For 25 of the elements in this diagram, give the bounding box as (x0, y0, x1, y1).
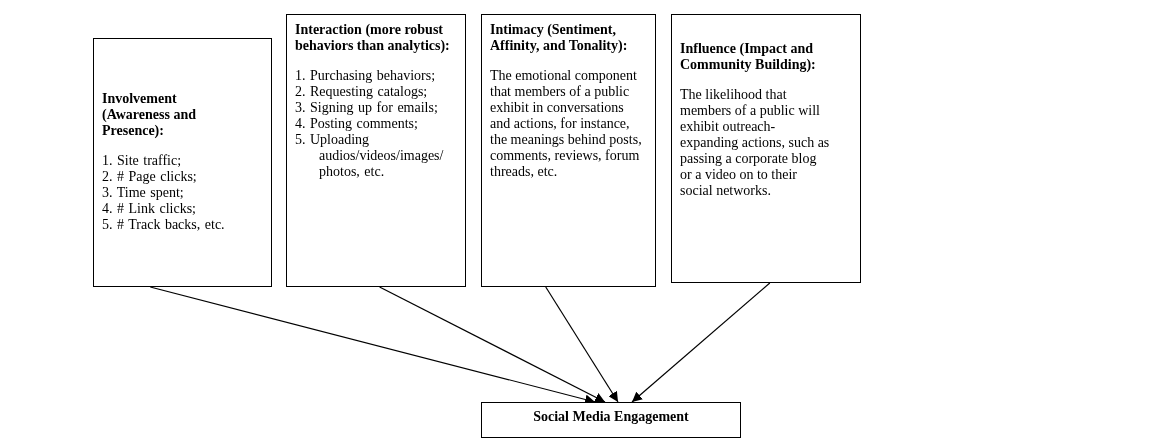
arrow (379, 286, 606, 403)
heading: Involvement (Awareness and Presence): (102, 91, 197, 139)
list-item: 2. Requesting catalogs; (295, 84, 429, 100)
heading: Influence (Impact and Community Building): (680, 41, 817, 73)
heading: Social Media Engagement (533, 409, 689, 425)
description: The emotional component that members of a public exhibit in conversations and actions, for instance, the meanings behind posts, comments, reviews, forum threads, etc. (490, 68, 643, 180)
arrow (545, 286, 619, 403)
arrow (631, 282, 771, 403)
text-box (671, 14, 861, 283)
text-box (481, 14, 656, 287)
text-box (481, 402, 741, 438)
text-box (286, 14, 466, 287)
description: The likelihood that members of a public will exhibit outreach-expanding actions, such as passing a corporate blog or a video on to their social networks. (680, 87, 830, 199)
text-box (93, 38, 272, 287)
list-item: 3. Time spent; (102, 185, 185, 201)
list-item: 5. Uploading audios/videos/images/ photos, etc. (295, 132, 445, 180)
heading: Interaction (more robust behaviors than analytics): (295, 22, 451, 54)
list-item: 4. Posting comments; (295, 116, 419, 132)
list-item: 4. # Link clicks; (102, 201, 197, 217)
list-item: 1. Site traffic; (102, 153, 183, 169)
list-item: 3. Signing up for emails; (295, 100, 439, 116)
heading: Intimacy (Sentiment, Affinity, and Tonality): (490, 22, 629, 54)
list-item: 5. # Track backs, etc. (102, 217, 226, 233)
list-item: 1. Purchasing behaviors; (295, 68, 437, 84)
list-item: 2. # Page clicks; (102, 169, 198, 185)
